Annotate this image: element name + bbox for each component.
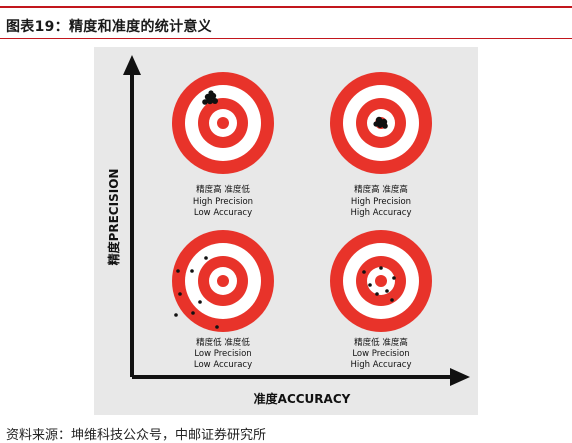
quadrant-high-precision-low-accuracy: 精度高 准度低 High Precision Low Accuracy <box>172 72 274 218</box>
shot-scatter <box>174 256 219 329</box>
title-rule <box>0 38 572 39</box>
target-icon <box>172 230 274 332</box>
quadrant-label-precision: Low Precision <box>194 349 251 359</box>
top-rule <box>0 6 572 8</box>
quadrant-label-zh: 精度高 准度高 <box>354 184 408 195</box>
quadrant-low-precision-low-accuracy: 精度低 准度低 Low Precision Low Accuracy <box>172 230 274 370</box>
y-axis-arrowhead <box>123 55 141 75</box>
quadrant-high-precision-high-accuracy: 精度高 准度高 High Precision High Accuracy <box>330 72 432 218</box>
x-axis-arrowhead <box>450 368 470 386</box>
shot-scatter <box>362 266 396 302</box>
shot-cluster <box>373 116 388 129</box>
target-icon <box>330 230 432 332</box>
quadrant-label-zh: 精度高 准度低 <box>196 184 250 195</box>
figure-title: 图表19：精度和准度的统计意义 <box>6 19 212 35</box>
quadrant-low-precision-high-accuracy: 精度低 准度高 Low Precision High Accuracy <box>330 230 432 370</box>
y-axis-label: 精度PRECISION <box>106 169 121 266</box>
quadrant-label-accuracy: High Accuracy <box>350 208 411 218</box>
quadrant-label-accuracy: High Accuracy <box>350 360 411 370</box>
quadrant-label-precision: Low Precision <box>352 349 409 359</box>
quadrant-label-zh: 精度低 准度低 <box>196 337 250 348</box>
quadrant-label-precision: High Precision <box>351 197 411 207</box>
quadrant-label-accuracy: Low Accuracy <box>194 360 252 370</box>
target-icon <box>172 72 274 174</box>
quadrant-label-zh: 精度低 准度高 <box>354 337 408 348</box>
shot-cluster <box>202 90 218 105</box>
precision-accuracy-diagram: 精度PRECISION 准度ACCURACY 精度高 准度低 High Prec… <box>106 55 470 406</box>
x-axis-label: 准度ACCURACY <box>254 391 351 406</box>
quadrant-label-precision: High Precision <box>193 197 253 207</box>
source-note: 资料来源：坤维科技公众号，中邮证券研究所 <box>6 428 267 443</box>
quadrant-label-accuracy: Low Accuracy <box>194 208 252 218</box>
diagram-panel: 精度PRECISION 准度ACCURACY 精度高 准度低 High Prec… <box>94 47 478 415</box>
